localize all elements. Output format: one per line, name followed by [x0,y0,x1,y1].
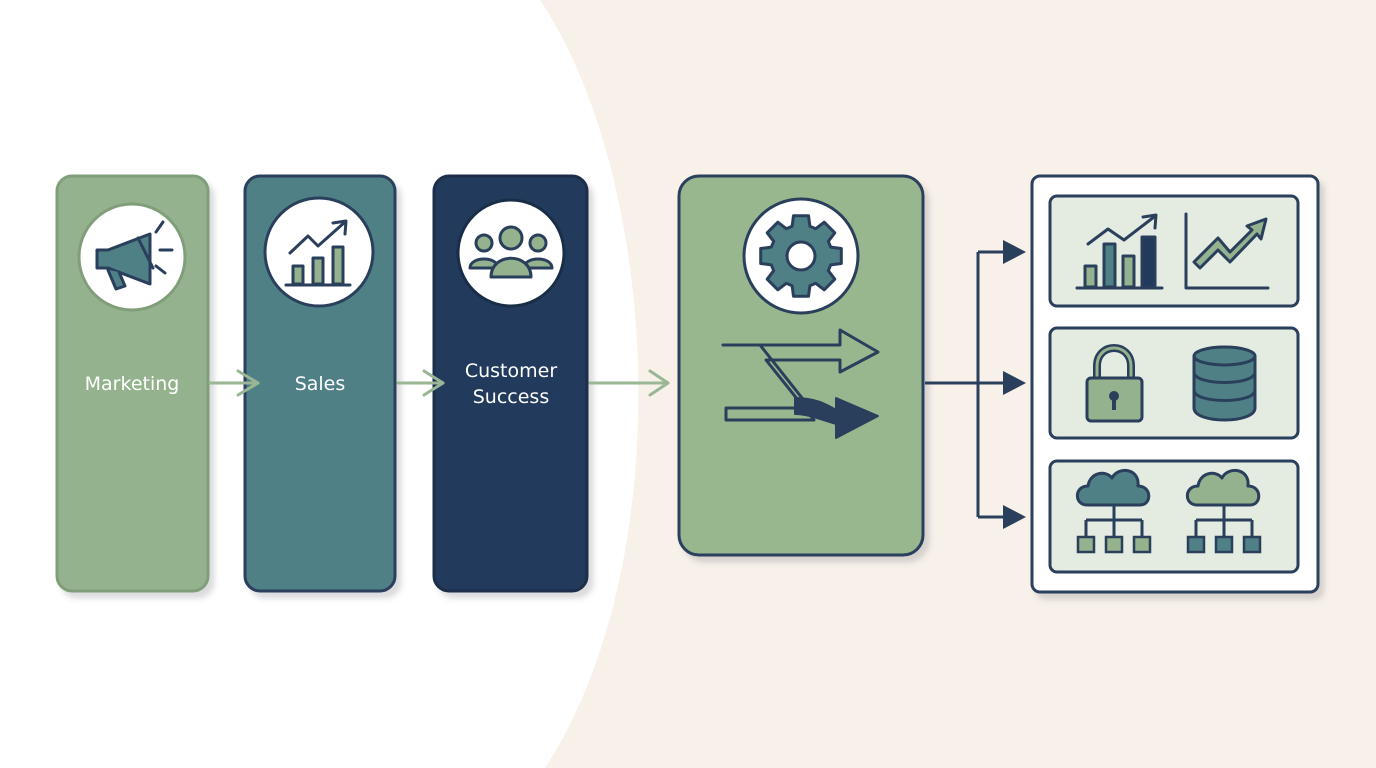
output-connectors [925,250,1006,519]
database-icon [1192,345,1257,422]
shuffle-arrows-icon [721,328,880,439]
cloud-network-icon [1185,469,1262,554]
trend-line-icon [1184,212,1270,290]
megaphone-icon [95,220,174,291]
sales-icon-circle [263,196,375,308]
customer-success-icon-circle [456,198,566,308]
cloud-network-icon [1075,469,1152,554]
stage-label-sales: Sales [295,373,346,395]
people-group-icon [468,225,554,279]
cloud-panel [1048,459,1300,574]
stage-label-marketing: Marketing [85,373,180,395]
connector-arrowheads [1003,240,1026,529]
padlock-icon [1085,344,1144,423]
gear-icon [759,214,843,298]
growth-chart-icon [284,219,352,287]
stage-arrows [208,369,670,397]
integration-hub [677,174,925,557]
bar-chart-icon [1075,213,1164,290]
